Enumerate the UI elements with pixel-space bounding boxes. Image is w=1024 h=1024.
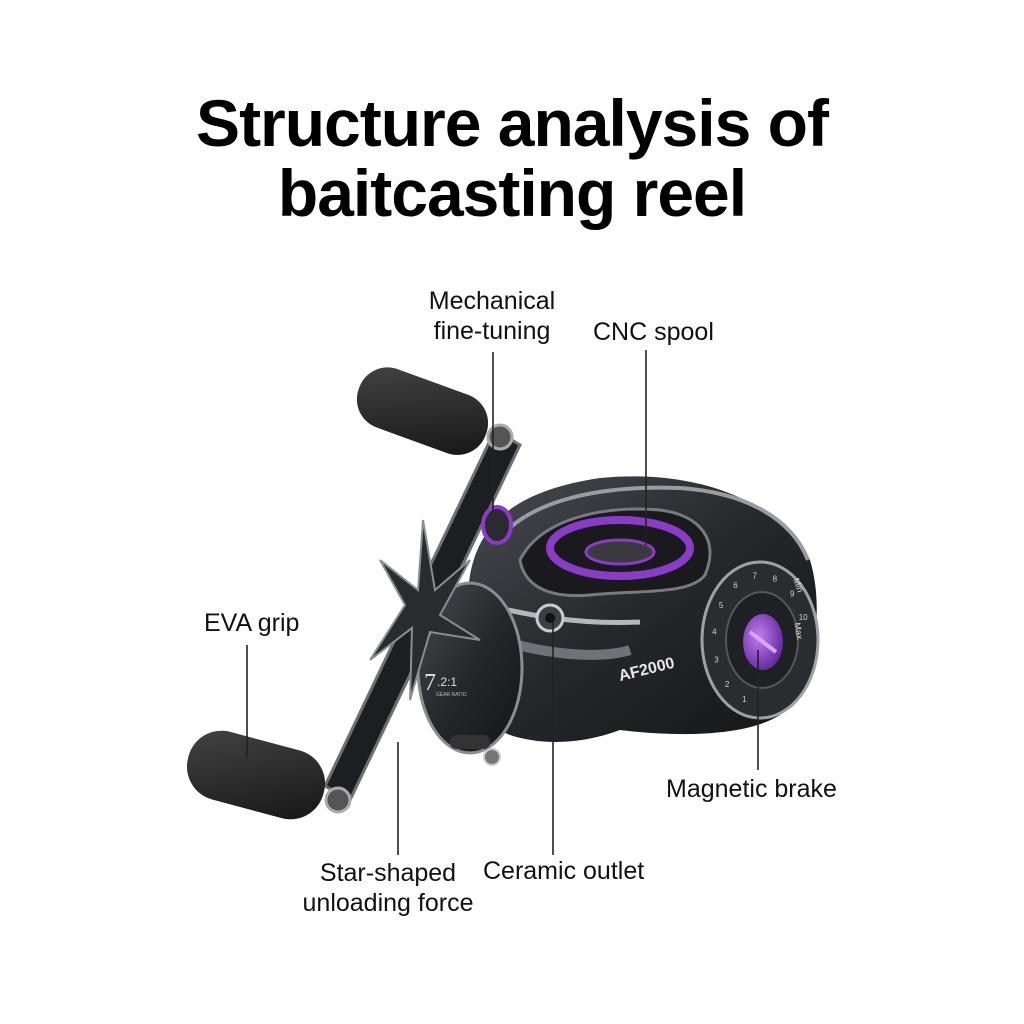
label-eva-grip: EVA grip bbox=[204, 609, 300, 637]
label-ceramic-outlet: Ceramic outlet bbox=[483, 857, 645, 885]
dial-number: 7 bbox=[752, 571, 757, 580]
dial-number: 10 bbox=[799, 613, 808, 622]
eva-knob-top bbox=[356, 367, 489, 455]
knob-top-cap bbox=[486, 423, 514, 451]
spool-core bbox=[584, 538, 656, 566]
dial-number: 3 bbox=[714, 656, 719, 665]
eva-knob-bottom bbox=[186, 730, 326, 820]
dial-number: 9 bbox=[790, 589, 795, 598]
page-title: Structure analysis of baitcasting reel bbox=[0, 88, 1024, 228]
fine-tuning-knob bbox=[481, 505, 513, 545]
label-fine-tuning: Mechanical fine-tuning bbox=[402, 286, 582, 346]
fine-tuning-line-1: Mechanical bbox=[428, 287, 556, 315]
dial-number: 8 bbox=[773, 574, 778, 583]
dial-max-text: Max bbox=[792, 622, 805, 641]
knob-bottom-cap bbox=[324, 786, 352, 814]
title-line-1: Structure analysis of bbox=[196, 86, 829, 160]
gear-ratio-small: .2:1 bbox=[437, 675, 457, 689]
label-star-drag: Star-shaped unloading force bbox=[286, 858, 490, 918]
fine-tuning-line-2: fine-tuning bbox=[433, 317, 551, 345]
dial-number: 4 bbox=[712, 628, 717, 637]
dial-number: 1 bbox=[742, 695, 747, 704]
gear-ratio-big: 7 bbox=[424, 670, 436, 696]
cnc-spool bbox=[546, 516, 694, 580]
star-drag-line-2: unloading force bbox=[302, 889, 474, 917]
dial-number: 5 bbox=[719, 601, 724, 610]
gear-ratio-caption: GEAR RATIO bbox=[436, 692, 467, 698]
foot-screw bbox=[483, 748, 501, 766]
reel-foot bbox=[450, 735, 490, 749]
label-cnc-spool: CNC spool bbox=[593, 318, 714, 346]
dial-min-text: Min bbox=[791, 577, 805, 594]
dial-number: 2 bbox=[725, 680, 730, 689]
frame-rim bbox=[496, 485, 810, 561]
ceramic-outlet-hole bbox=[545, 613, 555, 623]
star-drag-line-1: Star-shaped bbox=[319, 859, 457, 887]
star-drag bbox=[369, 519, 481, 701]
brake-knob-slot bbox=[748, 630, 778, 654]
title-line-2: baitcasting reel bbox=[277, 156, 747, 230]
label-magnetic-brake: Magnetic brake bbox=[666, 775, 837, 803]
dial-number: 6 bbox=[733, 581, 738, 590]
dial-numbers: 1 2 3 4 5 6 7 8 9 10 bbox=[712, 571, 808, 704]
